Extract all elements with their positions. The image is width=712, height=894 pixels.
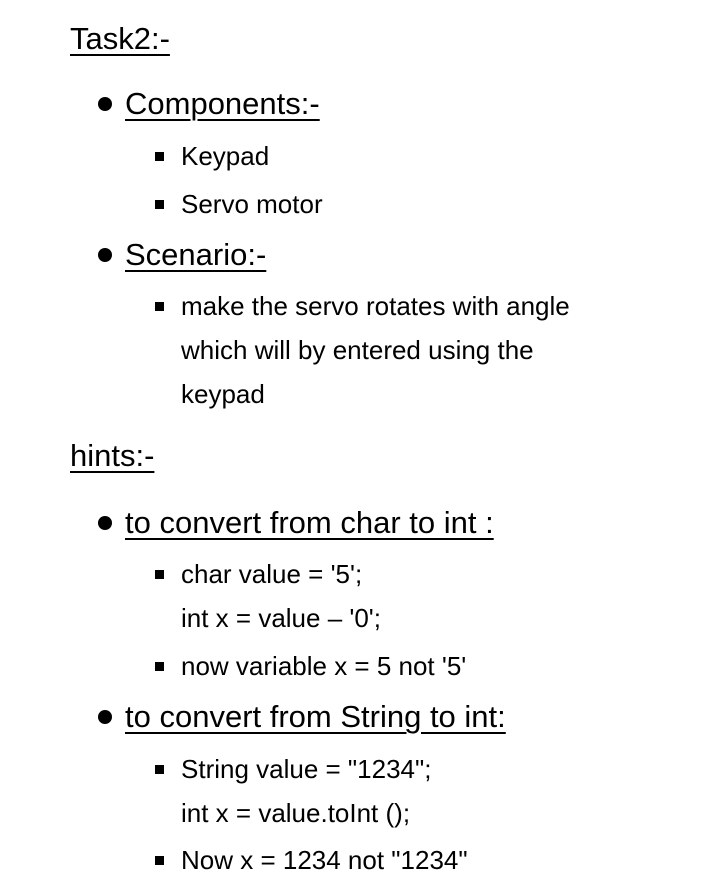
hints-heading: hints:-	[70, 438, 155, 473]
square-bullet-icon	[155, 765, 164, 774]
square-bullet-icon	[155, 302, 164, 311]
square-bullet-icon	[155, 152, 164, 161]
item-line: Keypad	[181, 141, 270, 171]
char-to-int-result-item: now variable x = 5 not '5'	[155, 652, 466, 696]
item-line: Servo motor	[181, 189, 323, 219]
item-line: now variable x = 5 not '5'	[181, 651, 467, 681]
code-line: int x = value.toInt ();	[181, 798, 411, 828]
string-to-int-code-item: String value = "1234"; int x = value.toI…	[155, 755, 431, 843]
item-line: keypad	[181, 379, 265, 409]
string-to-int-result-item: Now x = 1234 not "1234"	[155, 846, 468, 890]
bullet-dot-icon	[98, 710, 112, 724]
bullet-dot-icon	[98, 248, 112, 262]
scenario-bullet: Scenario:-	[98, 234, 266, 276]
square-bullet-icon	[155, 856, 164, 865]
code-line: int x = value – '0';	[181, 603, 381, 633]
scenario-heading: Scenario:-	[125, 237, 267, 272]
code-line: char value = '5';	[181, 559, 363, 589]
char-to-int-code-item: char value = '5'; int x = value – '0';	[155, 560, 381, 648]
string-to-int-bullet: to convert from String to int:	[98, 696, 506, 738]
string-to-int-heading: to convert from String to int:	[125, 699, 506, 734]
char-to-int-bullet: to convert from char to int :	[98, 502, 494, 544]
scenario-item: make the servo rotates with angle which …	[155, 292, 570, 424]
item-line: make the servo rotates with angle	[181, 291, 570, 321]
char-to-int-heading: to convert from char to int :	[125, 505, 494, 540]
bullet-dot-icon	[98, 516, 112, 530]
task-heading: Task2:-	[70, 21, 170, 56]
code-line: String value = "1234";	[181, 754, 432, 784]
components-heading: Components:-	[125, 86, 320, 121]
square-bullet-icon	[155, 662, 164, 671]
item-line: Now x = 1234 not "1234"	[181, 845, 468, 875]
components-item-servo: Servo motor	[155, 190, 323, 234]
square-bullet-icon	[155, 200, 164, 209]
square-bullet-icon	[155, 570, 164, 579]
item-line: which will by entered using the	[181, 335, 534, 365]
components-bullet: Components:-	[98, 83, 320, 125]
components-item-keypad: Keypad	[155, 142, 269, 186]
bullet-dot-icon	[98, 97, 112, 111]
